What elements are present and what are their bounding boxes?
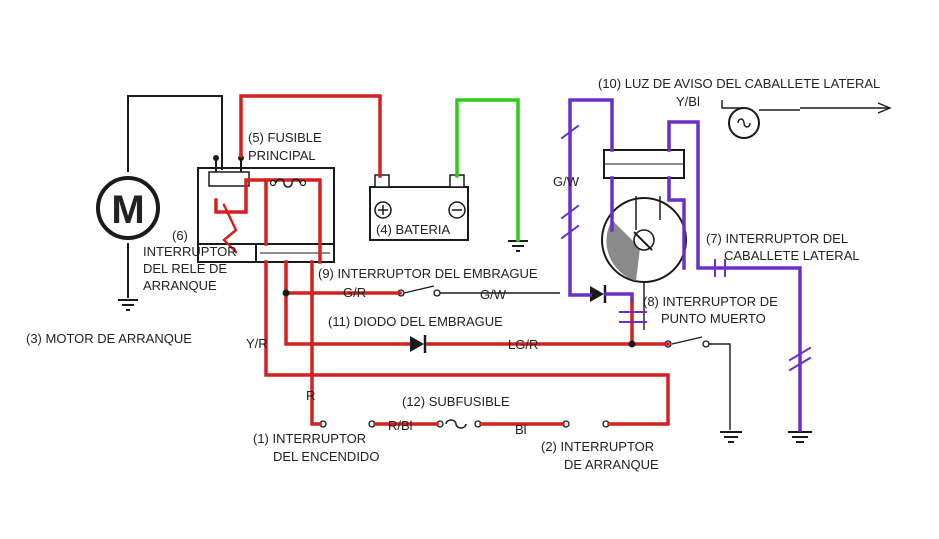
- label-rele-4: ARRANQUE: [143, 278, 217, 293]
- ground-icon: [788, 431, 812, 443]
- label-fusible-1: (5) FUSIBLE: [248, 130, 322, 145]
- wire-code-y-r: Y/R: [246, 336, 268, 351]
- wire-code-g-w-mid: G/W: [480, 287, 507, 302]
- fuse-icon: [445, 419, 467, 429]
- switch-icon: [319, 289, 710, 428]
- wire-code-lg-r: LG/R: [508, 337, 538, 352]
- label-arranque-1: (2) INTERRUPTOR: [541, 439, 654, 454]
- lamp-icon: [721, 100, 800, 139]
- green-wire: [455, 98, 520, 242]
- label-encendido-1: (1) INTERRUPTOR: [253, 431, 366, 446]
- motor-wire: [127, 95, 223, 172]
- label-encendido-2: DEL ENCENDIDO: [273, 449, 379, 464]
- ground-icon: [720, 431, 742, 443]
- side-stand-switch-assembly: [601, 149, 687, 283]
- label-rele-1: (6): [172, 228, 188, 243]
- label-fusible-2: PRINCIPAL: [248, 148, 316, 163]
- diode-icon: [410, 335, 427, 353]
- label-punto-muerto-2: PUNTO MUERTO: [661, 311, 766, 326]
- label-caballete-2: CABALLETE LATERAL: [724, 248, 860, 263]
- motor-group: M: [96, 95, 223, 311]
- red-wires: [214, 94, 670, 426]
- fuse-icon: [269, 178, 307, 188]
- relay-connector: [255, 243, 335, 263]
- motor-symbol: M: [111, 188, 144, 232]
- wire-code-y-bl: Y/Bl: [676, 94, 700, 109]
- label-bateria: (4) BATERIA: [376, 222, 450, 237]
- label-subfusible: (12) SUBFUSIBLE: [402, 394, 510, 409]
- label-caballete-1: (7) INTERRUPTOR DEL: [706, 231, 848, 246]
- motor-icon: [96, 176, 160, 240]
- purple-wires: [560, 98, 812, 432]
- diode-icon: [590, 285, 607, 303]
- wire-code-r-bl: R/Bl: [388, 418, 413, 433]
- label-diodo-embrague: (11) DIODO DEL EMBRAGUE: [328, 314, 503, 329]
- ground-icon: [508, 240, 528, 252]
- labels: (5) FUSIBLE PRINCIPAL (4) BATERIA (10) L…: [26, 76, 880, 472]
- label-rele-2: INTERRUPTOR: [143, 244, 237, 259]
- battery-icon: [369, 174, 469, 241]
- label-int-embrague: (9) INTERRUPTOR DEL EMBRAGUE: [318, 266, 538, 281]
- label-rele-3: DEL RELE DE: [143, 261, 227, 276]
- label-punto-muerto-1: (8) INTERRUPTOR DE: [643, 294, 778, 309]
- ground-icon: [118, 299, 138, 311]
- label-motor: (3) MOTOR DE ARRANQUE: [26, 331, 192, 346]
- wire-code-g-w-left: G/W: [553, 174, 580, 189]
- label-luz-aviso: (10) LUZ DE AVISO DEL CABALLETE LATERAL: [598, 76, 880, 91]
- wire-code-bl: Bl: [515, 422, 527, 437]
- wire-code-r: R: [306, 388, 315, 403]
- label-arranque-2: DE ARRANQUE: [564, 457, 659, 472]
- wire-code-g-r: G/R: [343, 285, 366, 300]
